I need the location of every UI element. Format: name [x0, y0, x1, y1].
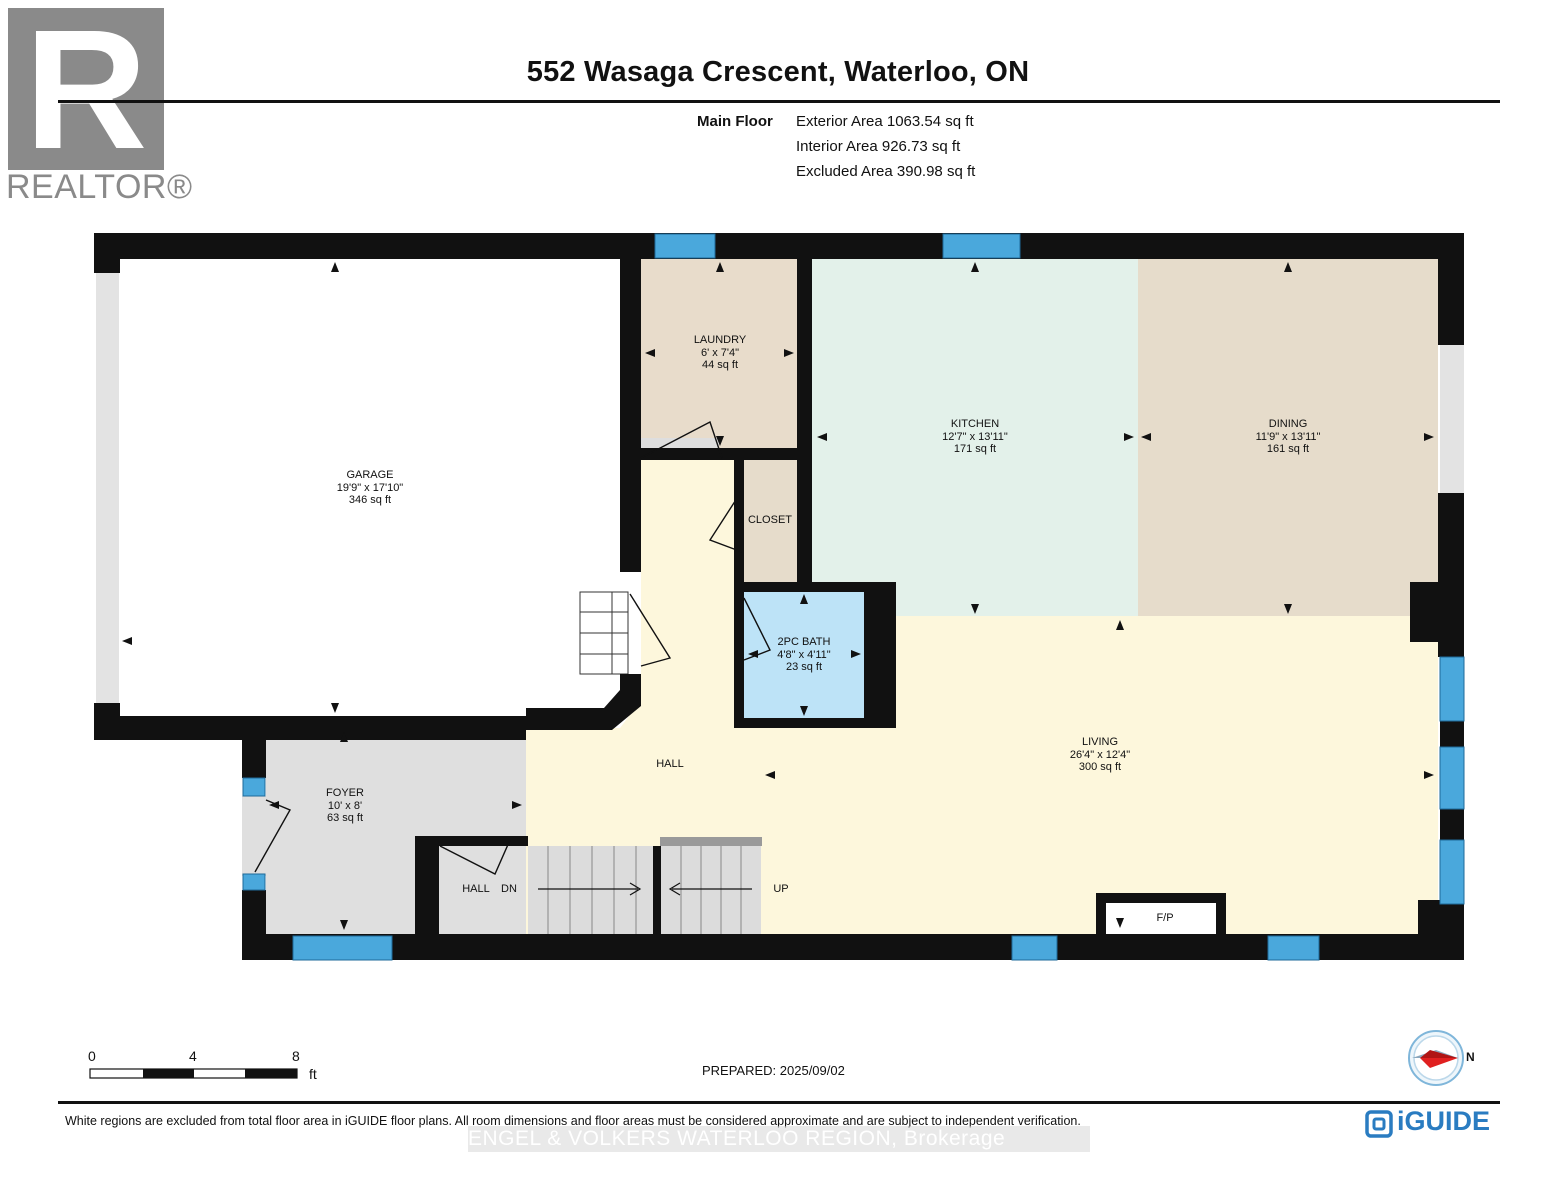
garage-area: 346 sq ft: [348, 494, 392, 506]
foyer-name: FOYER: [326, 787, 364, 799]
room-laundry: LAUNDRY 6' x 7'4" 44 sq ft: [670, 334, 770, 372]
kitchen-area: 171 sq ft: [953, 443, 997, 455]
floor-label: Main Floor: [697, 113, 773, 130]
room-garage: GARAGE 19'9" x 17'10" 346 sq ft: [300, 469, 440, 507]
living-name: LIVING: [1081, 736, 1119, 748]
walls: [94, 233, 1464, 960]
room-foyer: FOYER 10' x 8' 63 sq ft: [295, 787, 395, 825]
room-kitchen: KITCHEN 12'7" x 13'11" 171 sq ft: [905, 418, 1045, 456]
hall-lower-name: HALL: [462, 883, 490, 895]
dining-fill: [1138, 258, 1438, 616]
footer-divider: [58, 1101, 1500, 1104]
room-hall: HALL: [640, 758, 700, 771]
foyer-fill: [266, 728, 526, 934]
kitchen-name: KITCHEN: [950, 418, 1000, 430]
room-living: LIVING 26'4" x 12'4" 300 sq ft: [1040, 736, 1160, 774]
stair-up-label: UP: [773, 883, 789, 895]
interior-area: Interior Area 926.73 sq ft: [796, 138, 961, 155]
laundry-dims: 6' x 7'4": [700, 346, 740, 359]
room-closet: CLOSET: [740, 514, 800, 527]
stair-dn-label: DN: [501, 883, 517, 895]
living-area: 300 sq ft: [1078, 761, 1122, 773]
dining-area: 161 sq ft: [1266, 443, 1310, 455]
garage-dims: 19'9" x 17'10": [336, 481, 404, 494]
laundry-name: LAUNDRY: [693, 334, 747, 346]
stair-up-rail: [660, 837, 762, 846]
scale-tick-4: 4: [189, 1048, 197, 1064]
exterior-area: Exterior Area 1063.54 sq ft: [796, 113, 974, 130]
scale-unit: ft: [309, 1066, 317, 1082]
bath-dims: 4'8" x 4'11": [777, 648, 831, 661]
room-dining: DINING 11'9" x 13'11" 161 sq ft: [1218, 418, 1358, 456]
foyer-entry-fill: [242, 796, 266, 876]
iguide-logo: iGUIDE: [1397, 1106, 1491, 1136]
realtor-logo: R: [8, 0, 164, 185]
bath-area: 23 sq ft: [785, 661, 823, 673]
stair-down: [528, 846, 653, 934]
scale-bar: [89, 1068, 298, 1079]
page-title: 552 Wasaga Crescent, Waterloo, ON: [526, 56, 1030, 88]
windows: [242, 233, 1465, 961]
scale-tick-0: 0: [88, 1048, 96, 1064]
hall-name: HALL: [656, 758, 684, 770]
room-bath: 2PC BATH 4'8" x 4'11" 23 sq ft: [754, 636, 854, 674]
laundry-area: 44 sq ft: [701, 359, 739, 371]
dining-name: DINING: [1268, 418, 1308, 430]
bath-fill: [744, 592, 864, 718]
laundry-fill: [641, 258, 797, 448]
living-dims: 26'4" x 12'4": [1069, 748, 1131, 761]
realtor-logo-letter: R: [25, 8, 148, 170]
prepared-date: PREPARED: 2025/09/02: [702, 1063, 845, 1078]
stair-up: [661, 846, 761, 934]
kitchen-fill: [812, 258, 1138, 616]
excluded-area: Excluded Area 390.98 sq ft: [796, 163, 976, 180]
closet-fill: [744, 460, 797, 582]
garage-steps: [579, 591, 629, 675]
garage-door-strip: [96, 273, 119, 703]
closet-name: CLOSET: [747, 514, 792, 526]
dining-door-strip: [1440, 345, 1464, 493]
fireplace-box: [1106, 903, 1216, 934]
realtor-logo-mark: R: [8, 0, 164, 185]
disclaimer-text: White regions are excluded from total fl…: [65, 1114, 1081, 1128]
foyer-dims: 10' x 8': [327, 799, 363, 812]
scale-tick-8: 8: [292, 1048, 300, 1064]
kitchen-dims: 12'7" x 13'11": [942, 430, 1008, 443]
dimension-arrows: [122, 262, 1434, 930]
stair-arrows: [538, 882, 752, 896]
compass-icon: [1408, 1030, 1464, 1086]
garage-fill: [119, 258, 620, 716]
door-swings: [254, 420, 771, 875]
compass-label: N: [1466, 1050, 1475, 1064]
title-divider: [58, 100, 1500, 103]
realtor-wordmark: REALTOR®: [6, 168, 193, 206]
room-hall-lower: HALL: [455, 883, 497, 896]
foyer-area: 63 sq ft: [326, 812, 364, 824]
hall-fill: [425, 458, 1438, 934]
garage-name: GARAGE: [346, 469, 394, 481]
bath-name: 2PC BATH: [777, 636, 831, 648]
fireplace-label: F/P: [1156, 912, 1174, 924]
brokerage-watermark: ENGEL & VOLKERS WATERLOO REGION, Brokera…: [468, 1126, 1090, 1152]
dining-dims: 11'9" x 13'11": [1255, 430, 1321, 443]
iguide-icon: [1365, 1110, 1393, 1138]
